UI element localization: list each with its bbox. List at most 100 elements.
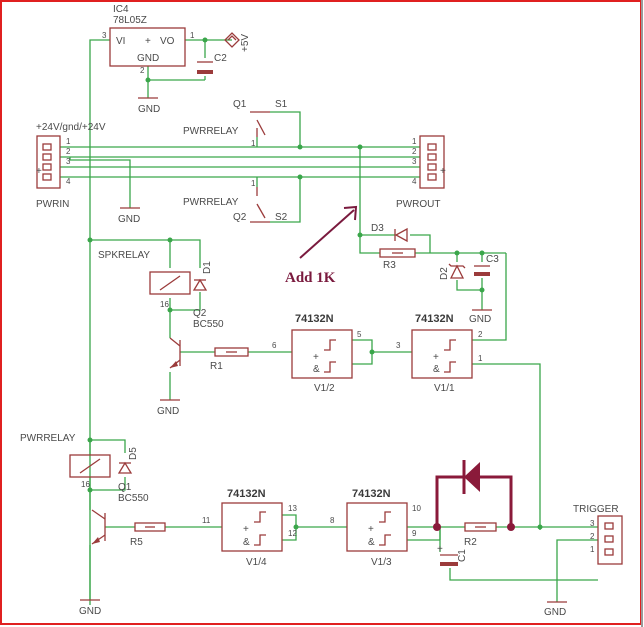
transistor-q2[interactable]: Q2 BC550 xyxy=(169,308,224,369)
v12-part: 74132N xyxy=(295,313,334,325)
pwr-pin-16: 16 xyxy=(81,480,90,489)
relay-contact-s1[interactable]: Q1 S1 PWRRELAY 1 xyxy=(183,99,288,148)
gnd-trigger-label: GND xyxy=(544,607,566,618)
diode-d5[interactable]: D5 xyxy=(117,447,139,474)
reg-pin-1: 1 xyxy=(190,31,195,40)
v14-plus: + xyxy=(243,524,249,535)
d2-label: D2 xyxy=(439,267,450,280)
gnd-symbol-q2: GND xyxy=(157,399,180,417)
added-diode-modification xyxy=(433,460,515,531)
pwrin-connector[interactable]: +24V/gnd/+24V PWRIN 1 2 3 4 + xyxy=(36,122,106,210)
s2-label: S2 xyxy=(275,212,288,223)
trigger-connector[interactable]: TRIGGER 3 2 1 xyxy=(573,504,623,565)
v13-label: V1/3 xyxy=(371,557,392,568)
q2-top-label: Q2 xyxy=(233,212,247,223)
capacitor-c3[interactable]: C3 xyxy=(474,254,499,276)
gnd-symbol-pwrin: GND xyxy=(118,207,140,225)
pwrrelay-bottom-label: PWRRELAY xyxy=(20,433,76,444)
spkrelay-label: SPKRELAY xyxy=(98,250,150,261)
gnd-q1-label: GND xyxy=(79,606,101,617)
plus5v-supply: +5V xyxy=(224,32,251,52)
q2-bc550: BC550 xyxy=(193,319,224,330)
diode-d1[interactable]: D1 xyxy=(192,261,213,291)
pwrout-connector[interactable]: PWROUT 1 2 3 4 + xyxy=(396,135,446,210)
gnd-q2-label: GND xyxy=(157,406,179,417)
gnd-symbol-trigger: GND xyxy=(544,601,567,618)
pwrin-pin-1: 1 xyxy=(66,137,71,146)
diode-d3[interactable]: D3 xyxy=(371,223,408,243)
gnd-top-label: GND xyxy=(138,104,160,115)
resistor-r1[interactable]: R1 xyxy=(210,347,249,372)
v12-plus: + xyxy=(313,352,319,363)
d5-label: D5 xyxy=(128,447,139,460)
v12-pin-6: 6 xyxy=(272,341,277,350)
trigger-pin-3: 3 xyxy=(590,519,595,528)
spk-pin-16: 16 xyxy=(160,300,169,309)
v14-label: V1/4 xyxy=(246,557,267,568)
pwrin-pin-2: 2 xyxy=(66,147,71,156)
pwrout-label: PWROUT xyxy=(396,199,440,210)
plus5v-label: +5V xyxy=(240,34,251,52)
trigger-pin-2: 2 xyxy=(590,532,595,541)
transistor-q1[interactable]: Q1 BC550 xyxy=(91,482,149,545)
reg-part-label: 78L05Z xyxy=(113,15,147,26)
v13-pin-8: 8 xyxy=(330,516,335,525)
pwrout-pin-3: 3 xyxy=(412,157,417,166)
v11-label: V1/1 xyxy=(434,383,455,394)
q1-top-label: Q1 xyxy=(233,99,247,110)
r5-label: R5 xyxy=(130,537,143,548)
v14-amp: & xyxy=(243,537,250,548)
c3-label: C3 xyxy=(486,254,499,265)
pwr-relay[interactable]: PWRRELAY 16 xyxy=(20,433,111,489)
pwrin-pin-4: 4 xyxy=(66,177,71,186)
r1-label: R1 xyxy=(210,361,223,372)
v13-pin-10: 10 xyxy=(412,504,421,513)
r3-label: R3 xyxy=(383,260,396,271)
v12-pin-5: 5 xyxy=(357,330,362,339)
q1-label: Q1 xyxy=(118,482,132,493)
reg-vi: VI xyxy=(116,36,125,47)
v12-amp: & xyxy=(313,364,320,375)
capacitor-c1[interactable]: C1 + xyxy=(437,544,468,566)
gate-v1-4[interactable]: 74132N V1/4 + & 11 13 12 xyxy=(202,488,297,568)
q1-bc550: BC550 xyxy=(118,493,149,504)
reg-pin-3: 3 xyxy=(102,31,107,40)
add-1k-annotation: Add 1K xyxy=(285,205,358,286)
wires xyxy=(60,39,598,605)
c1-label: C1 xyxy=(457,549,468,562)
gnd-symbol-top: GND xyxy=(138,97,160,115)
gate-v1-2[interactable]: 74132N V1/2 + & 6 5 xyxy=(272,313,362,394)
reg-gnd: GND xyxy=(137,53,159,64)
resistor-r5[interactable]: R5 xyxy=(130,522,166,548)
v14-pin-13: 13 xyxy=(288,504,297,513)
trigger-label: TRIGGER xyxy=(573,504,619,515)
reg-plus: + xyxy=(145,36,151,47)
pwrrelay-top-label: PWRRELAY xyxy=(183,126,239,137)
v11-pin-1: 1 xyxy=(478,354,483,363)
v13-plus: + xyxy=(368,524,374,535)
gate-v1-3[interactable]: 74132N V1/3 + & 8 10 9 xyxy=(330,488,421,568)
resistor-r2[interactable]: R2 xyxy=(464,522,497,548)
junctions xyxy=(87,37,543,530)
reg-vo: VO xyxy=(160,36,175,47)
relay-contact-s2[interactable]: PWRRELAY Q2 S2 1 xyxy=(183,179,288,223)
capacitor-c2[interactable]: C2 xyxy=(197,53,227,74)
spk-relay[interactable]: SPKRELAY 16 xyxy=(98,250,191,309)
v13-pin-9: 9 xyxy=(412,529,417,538)
pwrout-pin-2: 2 xyxy=(412,147,417,156)
v12-label: V1/2 xyxy=(314,383,335,394)
pwrin-plus: + xyxy=(36,166,42,177)
gnd-c3-label: GND xyxy=(469,314,491,325)
c2-label: C2 xyxy=(214,53,227,64)
gnd-symbol-c3: GND xyxy=(469,309,492,325)
gate-v1-1[interactable]: 74132N V1/1 + & 3 2 1 xyxy=(396,313,483,394)
v13-part: 74132N xyxy=(352,488,391,500)
zener-d2[interactable]: D2 xyxy=(439,263,466,280)
v11-pin-3: 3 xyxy=(396,341,401,350)
v11-plus: + xyxy=(433,352,439,363)
resistor-r3[interactable]: R3 xyxy=(379,248,416,271)
d3-label: D3 xyxy=(371,223,384,234)
v14-pin-11: 11 xyxy=(202,516,211,525)
regulator-ic4[interactable]: IC4 78L05Z VI + VO GND 3 1 2 xyxy=(102,4,195,75)
